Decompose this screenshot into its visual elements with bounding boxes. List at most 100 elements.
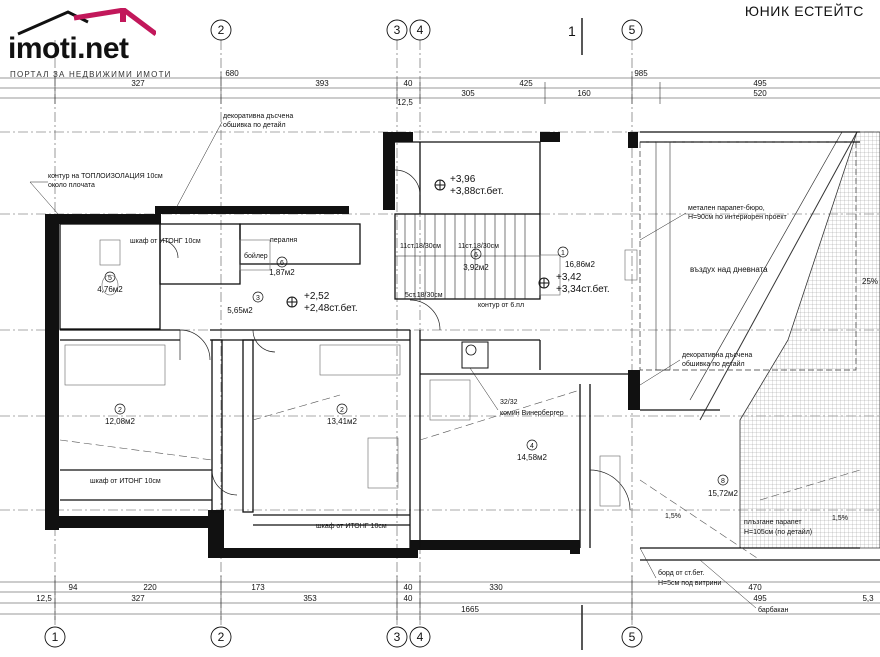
room-area: 16,86м2 — [565, 260, 596, 269]
dim-label: 470 — [748, 583, 762, 592]
dim-label: 393 — [315, 79, 329, 88]
room-area: 12,08м2 — [105, 417, 136, 426]
chimney — [461, 341, 489, 369]
dim-label: 520 — [753, 89, 767, 98]
room-area: 5,65м2 — [227, 306, 253, 315]
interior-walls — [59, 131, 880, 561]
note-decor: обшивка по детайл — [223, 121, 286, 129]
note-decor: декоративна дъсчена — [223, 113, 293, 120]
projection-lines — [59, 389, 861, 561]
house-roof-icon — [17, 8, 156, 36]
dim-label: 425 — [519, 79, 533, 88]
dim-label: 353 — [303, 594, 317, 603]
axis-label: 3 — [394, 23, 401, 37]
logo — [8, 8, 168, 86]
room-area: 15,72м2 — [708, 489, 739, 498]
level-label: +3,42 — [556, 272, 582, 283]
room-number: 4 — [530, 443, 534, 450]
section-label: 1 — [568, 23, 576, 39]
room-markers — [104, 246, 729, 486]
room-number: 8 — [721, 478, 725, 485]
dim-label: 160 — [577, 89, 591, 98]
room-number: 3 — [256, 295, 260, 302]
dim-label: 5,3 — [862, 594, 874, 603]
note-chimney-dim: 32/32 — [500, 399, 518, 406]
note-parapet: плъзгане парапет — [744, 519, 802, 526]
room-number: 1 — [561, 250, 565, 257]
axis-markers-bottom — [44, 626, 643, 648]
stair-treads — [395, 214, 540, 299]
dim-label: 327 — [131, 594, 145, 603]
note-decor: декоративна дъсчена — [682, 352, 752, 359]
room-area: 4,76м2 — [97, 285, 123, 294]
level-label: +2,52 — [304, 291, 330, 302]
room-area: 3,92м2 — [463, 263, 489, 272]
dim-label: 1665 — [461, 605, 479, 614]
level-label: +2,48ст.бет. — [304, 302, 358, 314]
dim-label: 327 — [131, 79, 145, 88]
note-contour: около плочата — [48, 182, 95, 189]
note-contour: контур на ТОПЛОИЗОЛАЦИЯ 10см — [48, 173, 163, 180]
dim-label: 220 — [143, 583, 157, 592]
axis-label: 3 — [394, 630, 401, 644]
parapet-outline — [655, 141, 671, 371]
void-outline — [639, 141, 857, 371]
dim-label: 495 — [753, 79, 767, 88]
axis-label: 5 — [629, 630, 636, 644]
note-void: въздух над дневната — [690, 265, 768, 274]
level-markers — [286, 179, 550, 308]
leader-lines — [29, 121, 757, 609]
axis-label: 2 — [218, 630, 225, 644]
axis-label: 4 — [417, 23, 424, 37]
dim-label: 985 — [634, 69, 648, 78]
dim-label: 305 — [461, 89, 475, 98]
note-stair: 5ст.18/30см — [405, 292, 443, 299]
note-shelf: шкаф от ИТОНГ 10см — [90, 478, 161, 485]
dimension-lines-bottom — [0, 576, 880, 620]
room-number: 6 — [474, 252, 478, 259]
furniture — [64, 239, 638, 507]
axis-markers-top — [210, 19, 643, 41]
axis-label: 1 — [52, 630, 59, 644]
room-number: 6 — [280, 260, 284, 267]
note-board: борд от ст.бет. — [658, 569, 704, 577]
dim-label: 680 — [225, 69, 239, 78]
level-label: +3,88ст.бет. — [450, 185, 504, 197]
logo-tagline: ПОРТАЛ ЗА НЕДВИЖИМИ ИМОТИ — [10, 70, 172, 79]
dimension-lines-top — [0, 72, 880, 104]
note-boiler: бойлер — [244, 252, 268, 260]
dim-label: 12,5 — [36, 594, 52, 603]
note-board: Н=5см под витрини — [658, 580, 721, 587]
axis-label: 4 — [417, 630, 424, 644]
note-shelf: шкаф от ИТОНГ 10см — [130, 238, 201, 245]
dim-label: 40 — [404, 583, 413, 592]
note-slope: 1,5% — [832, 515, 848, 522]
note-shelf: шкаф от ИТОНГ 10см — [316, 523, 387, 530]
doors — [159, 169, 631, 511]
slope-label: 25% — [862, 277, 878, 286]
note-metal: Н=90см по интериорен проект — [688, 214, 788, 221]
note-slope: 1,5% — [665, 513, 681, 520]
dim-label: 495 — [753, 594, 767, 603]
axis-label: 2 — [218, 23, 225, 37]
dim-label: 330 — [489, 583, 503, 592]
room-area: 1,87м2 — [269, 268, 295, 277]
note-metal: метален парапет-бюро, — [688, 204, 765, 212]
room-area: 13,41м2 — [327, 417, 358, 426]
note-stair: 11ст.18/30см — [400, 243, 441, 250]
dim-label: 40 — [404, 79, 413, 88]
dim-label: 173 — [251, 583, 265, 592]
level-label: +3,34ст.бет. — [556, 283, 610, 295]
room-number: 5 — [108, 275, 112, 282]
room-area: 14,58м2 — [517, 453, 548, 462]
note-parapet: Н=105см (по детайл) — [744, 528, 812, 536]
note-corridor: контур от 6.пл — [478, 302, 524, 309]
agency-name: ЮНИК ЕСТЕЙТС — [744, 3, 864, 19]
axis-label: 5 — [629, 23, 636, 37]
note-decor: обшивка по детайл — [682, 360, 745, 368]
dim-label: 94 — [69, 583, 78, 592]
exterior-walls — [45, 132, 640, 558]
roof-area: 25% — [689, 131, 880, 549]
dim-label: 12,5 — [397, 98, 413, 107]
